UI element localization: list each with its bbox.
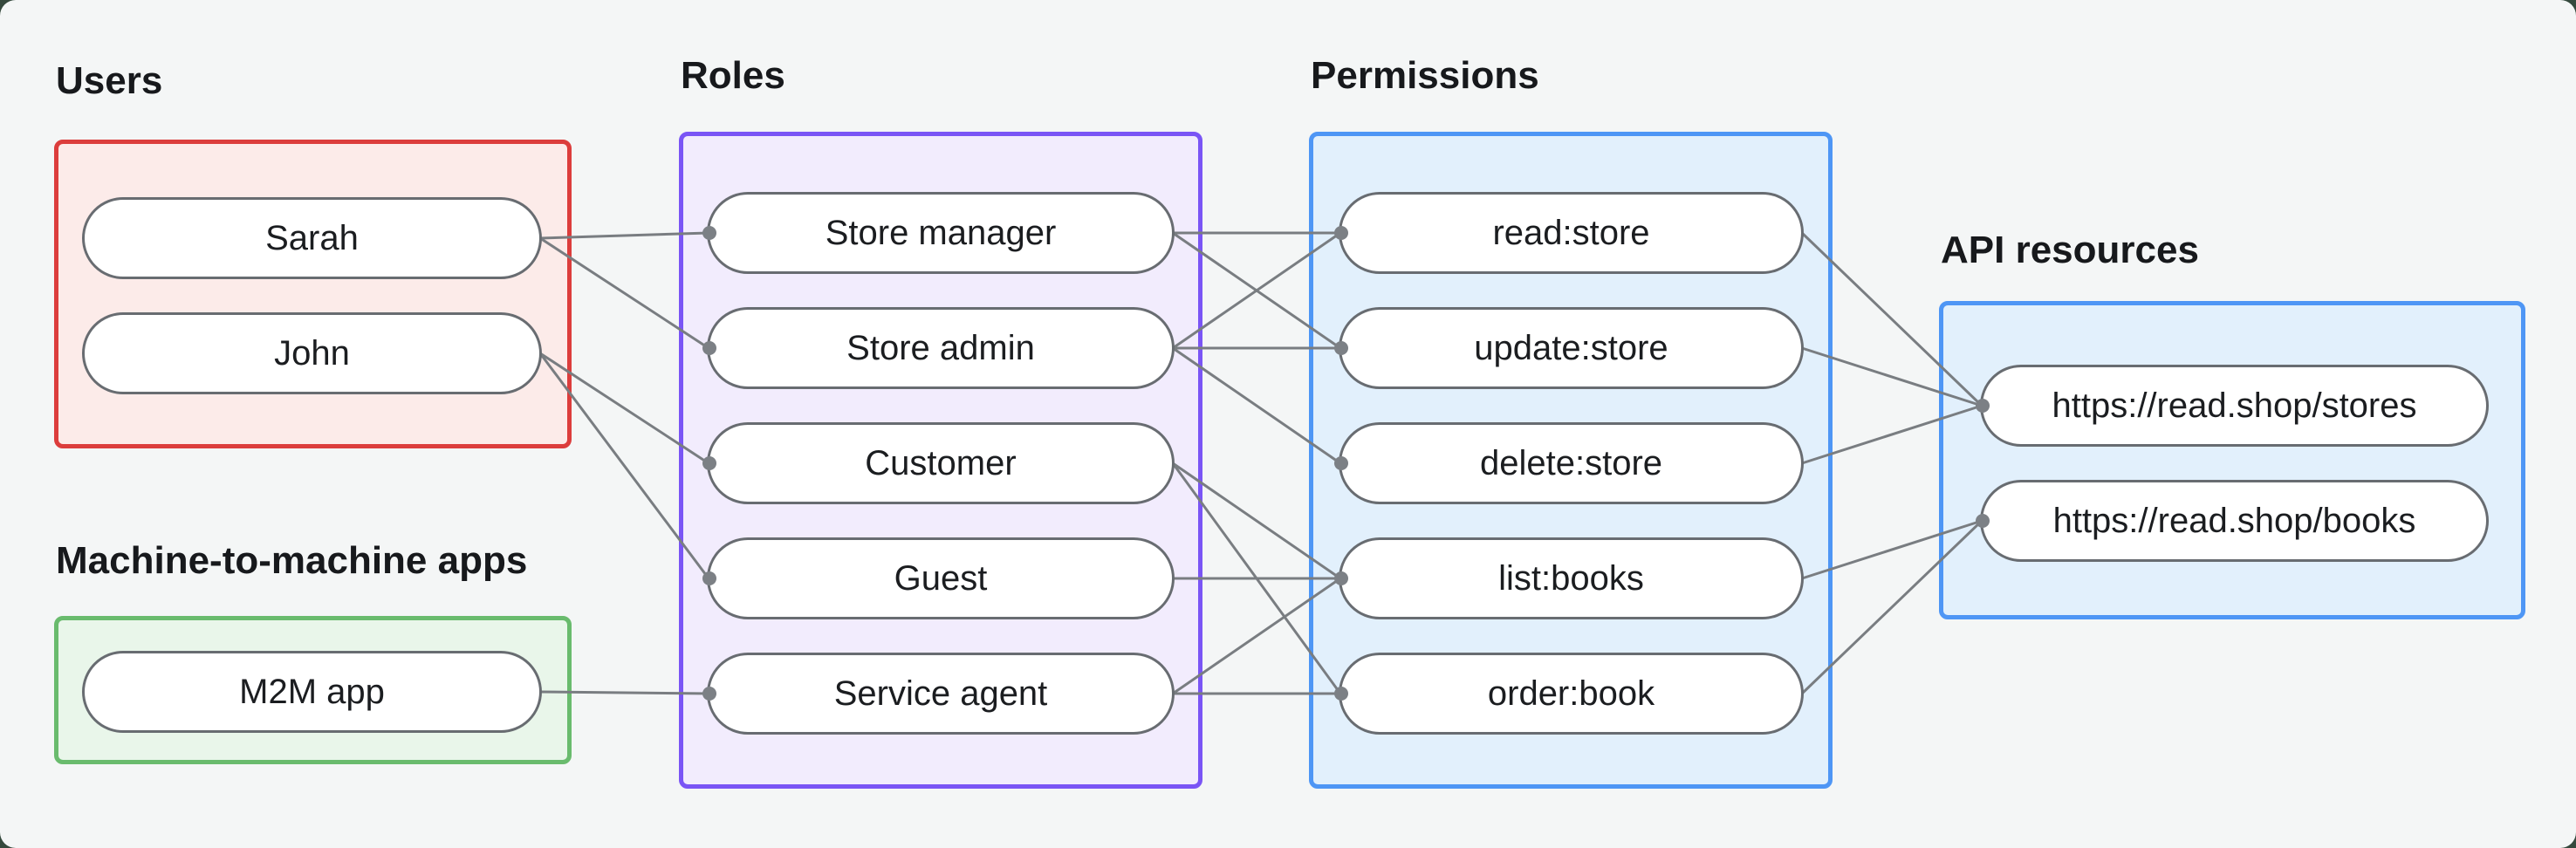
node-label: delete:store bbox=[1479, 443, 1663, 482]
node-label: Customer bbox=[865, 443, 1017, 482]
node-sarah: Sarah bbox=[82, 197, 542, 279]
group-label-permissions: Permissions bbox=[1311, 54, 1539, 97]
node-label: Store admin bbox=[846, 328, 1035, 367]
node-delete_store: delete:store bbox=[1339, 422, 1804, 504]
group-label-api: API resources bbox=[1941, 229, 2199, 271]
node-label: order:book bbox=[1487, 674, 1655, 713]
node-label: https://read.shop/books bbox=[2052, 501, 2416, 540]
node-m2m_app: M2M app bbox=[82, 651, 542, 733]
node-customer: Customer bbox=[707, 422, 1175, 504]
node-label: update:store bbox=[1474, 328, 1668, 367]
group-box-api bbox=[1939, 301, 2525, 619]
node-update_store: update:store bbox=[1339, 307, 1804, 389]
group-label-m2m: Machine-to-machine apps bbox=[56, 539, 528, 582]
group-label-roles: Roles bbox=[681, 54, 785, 97]
node-label: https://read.shop/stores bbox=[2052, 386, 2417, 425]
node-label: list:books bbox=[1498, 558, 1644, 598]
node-list_books: list:books bbox=[1339, 537, 1804, 619]
node-label: Store manager bbox=[825, 213, 1057, 252]
node-guest: Guest bbox=[707, 537, 1175, 619]
node-books_api: https://read.shop/books bbox=[1980, 480, 2489, 562]
node-order_book: order:book bbox=[1339, 653, 1804, 735]
node-label: Service agent bbox=[833, 674, 1048, 713]
node-label: read:store bbox=[1492, 213, 1650, 252]
node-label: Sarah bbox=[265, 218, 359, 257]
node-label: John bbox=[274, 333, 350, 373]
node-read_store: read:store bbox=[1339, 192, 1804, 274]
group-label-users: Users bbox=[56, 59, 163, 102]
node-john: John bbox=[82, 312, 542, 394]
node-store_manager: Store manager bbox=[707, 192, 1175, 274]
node-label: M2M app bbox=[239, 672, 385, 711]
node-label: Guest bbox=[894, 558, 988, 598]
group-box-users bbox=[54, 140, 572, 448]
node-service_agent: Service agent bbox=[707, 653, 1175, 735]
node-stores_api: https://read.shop/stores bbox=[1980, 365, 2489, 447]
node-store_admin: Store admin bbox=[707, 307, 1175, 389]
